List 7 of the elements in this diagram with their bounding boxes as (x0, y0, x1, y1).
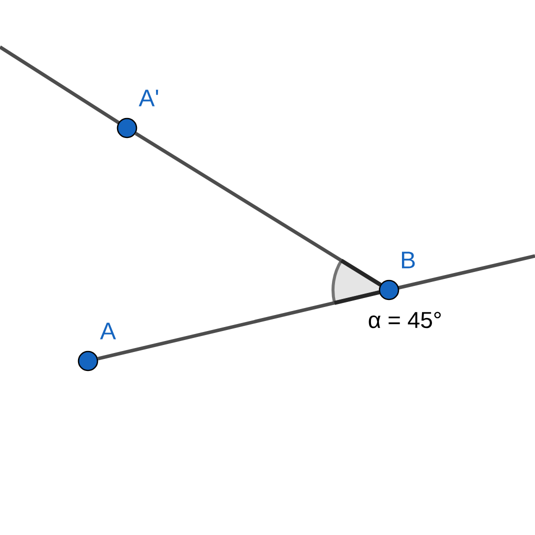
point (116, 118, 138, 138)
point-label: A' (138, 90, 158, 106)
point (378, 280, 400, 300)
point-label: B (402, 252, 415, 268)
angle-label: α = 45° (368, 312, 441, 328)
point (78, 350, 98, 372)
point-label: A (100, 322, 116, 340)
